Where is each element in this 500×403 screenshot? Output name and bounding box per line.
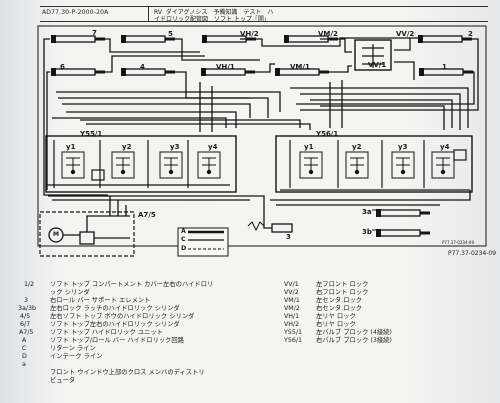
header-title-line2: イドロリック配管図 ソフト トップ「開」	[154, 16, 270, 23]
valve-y56-y3	[391, 151, 415, 179]
valve-y56-y2	[345, 151, 369, 179]
document-header: AD77.30-P-2000-20A RV ダイアグノシス 予備知識 テスト ハ…	[40, 6, 488, 23]
valve-y55-y2	[111, 151, 135, 179]
pump-motor	[48, 227, 64, 243]
cylinder-6	[50, 67, 106, 77]
hydraulic-lines	[43, 37, 479, 214]
cylinder-4	[120, 67, 176, 77]
valve-block-y55-1	[45, 135, 237, 193]
header-title-line1: RV ダイアグノシス 予備知識 テスト ハ	[154, 9, 274, 16]
header-divider	[148, 7, 149, 21]
diagram-frame	[37, 25, 487, 247]
lock-vv2	[417, 34, 473, 44]
cylinder-7	[50, 34, 106, 44]
valve-y56-y1	[299, 151, 323, 179]
valve-block-y56-1	[275, 135, 473, 193]
lock-vh1	[200, 67, 256, 77]
valve-y56-y4	[431, 151, 455, 179]
doc-code: AD77.30-P-2000-20A	[42, 9, 109, 16]
lock-vv1	[418, 67, 474, 77]
hydraulic-unit-a7-5	[39, 211, 135, 257]
vv-distributor	[354, 39, 392, 71]
cylinder-5	[120, 34, 176, 44]
valve-y55-y1	[61, 151, 85, 179]
valve-y55-y3	[159, 151, 183, 179]
valve-y55-y4	[197, 151, 221, 179]
roll-bar-support-3	[271, 223, 293, 233]
